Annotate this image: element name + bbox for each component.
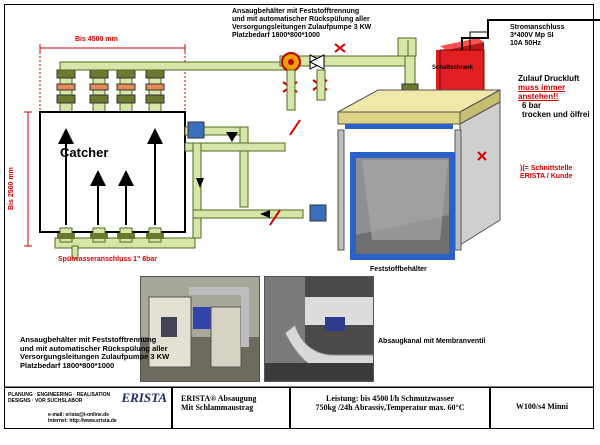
flow-arrow — [226, 132, 238, 142]
catcher-box — [39, 111, 186, 233]
rinse-pipes — [54, 227, 196, 259]
intake-pipes — [56, 67, 165, 113]
interface-note: )(= Schnittstelle ERISTA / Kunde — [520, 165, 573, 180]
control-cabinet — [436, 19, 600, 91]
footer-company-block: ERISTA PLANUNG · ENGINEERING · REALISATI… — [4, 387, 172, 429]
erista-logo: ERISTA — [121, 390, 167, 405]
solids-container — [337, 89, 501, 260]
footer-title-block: ERISTA® Absaugung Mit Schlammaustrag — [172, 387, 290, 429]
power-supply-note: Stromanschluss 3*400V Mp SI 10A 50Hz — [510, 24, 565, 47]
air-supply-note: Zulauf Druckluft muss immer anstehen!! 6… — [518, 74, 590, 119]
photo-suction-unit-graphic — [141, 277, 259, 381]
dimension-width: Bis 4500 mm — [75, 36, 118, 43]
photo-caption: Absaugkanal mit Membranventil — [378, 338, 486, 345]
return-pipes — [184, 119, 327, 239]
photo-suction-unit — [140, 276, 260, 382]
interface-mark — [477, 151, 487, 161]
photo-suction-channel-graphic — [265, 277, 373, 381]
photo-suction-channel — [264, 276, 374, 382]
bottom-note: Ansaugbehälter mit Feststofftrennung und… — [20, 335, 170, 370]
solids-container-label: Feststoffbehälter — [370, 266, 427, 273]
cabinet-label: Schaltschrank — [432, 65, 474, 71]
footer-model-block: W100/s4 Minni — [490, 387, 594, 429]
catcher-label: Catcher — [60, 145, 109, 160]
pump-assembly — [281, 43, 346, 111]
header-pipe — [59, 55, 419, 105]
air-fitting — [397, 37, 417, 57]
dimension-lines — [24, 44, 186, 247]
rinse-water-label: Spülwasseranschluss 1" 6bar — [58, 256, 158, 263]
top-note: Ansaugbehälter mit Feststofftrennung und… — [232, 8, 372, 39]
dimension-height: Bis 2500 mm — [8, 167, 15, 210]
footer-performance-block: Leistung: bis 4500 l/h Schmutzwasser 750… — [290, 387, 490, 429]
catcher-arrows — [58, 128, 163, 225]
